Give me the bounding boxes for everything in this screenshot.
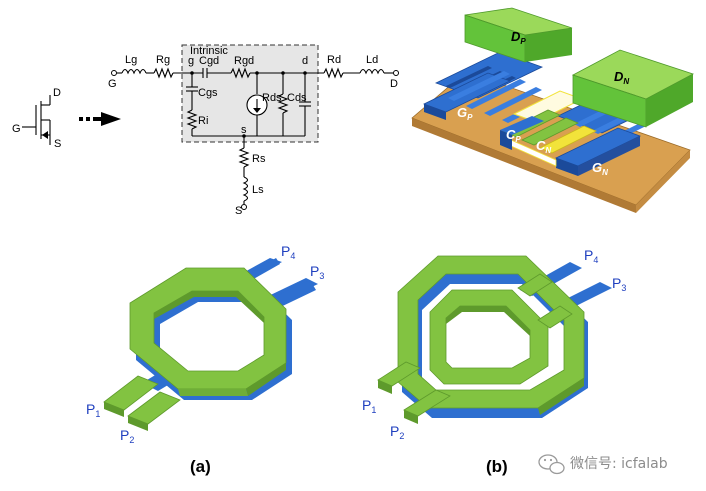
cp-label: CP: [506, 127, 521, 144]
p4-label-b: P4: [584, 247, 598, 265]
watermark: 微信号: icfalab: [538, 454, 668, 475]
p3-label-a: P3: [310, 263, 324, 281]
caption-a: (a): [190, 457, 211, 476]
p2-label-b: P2: [390, 423, 404, 441]
lg-label: Lg: [125, 54, 137, 66]
source-label: S: [54, 138, 61, 150]
p2-label-a: P2: [120, 427, 134, 445]
terminal-s: [241, 204, 247, 210]
caption-b: (b): [486, 457, 508, 476]
gp-label: GP: [457, 105, 473, 122]
intrinsic-label: Intrinsic: [190, 45, 228, 57]
rg-label: Rg: [156, 54, 170, 66]
cgd-label: Cgd: [199, 55, 219, 67]
ld-label: Ld: [366, 54, 378, 66]
dn-label: DN: [614, 69, 629, 86]
d-terminal-label: D: [390, 78, 398, 90]
cn-label: CN: [536, 138, 551, 155]
g-node-label: g: [188, 55, 194, 67]
dp-label: DP: [511, 29, 526, 46]
drain-label: D: [53, 87, 61, 99]
rgd-label: Rgd: [234, 55, 254, 67]
p1-label-b: P1: [362, 397, 376, 415]
rds-label: Rds: [262, 92, 282, 104]
p4-label-a: P4: [281, 243, 295, 261]
terminal-d: [393, 70, 399, 76]
transistor-symbol: D G S: [12, 87, 61, 150]
inductor-a: P1 P2 P3 P4: [86, 243, 324, 445]
terminal-g: [111, 70, 117, 76]
intrinsic-box: [181, 44, 319, 143]
d-node-label: d: [302, 55, 308, 67]
arrow-icon: [79, 112, 121, 126]
cgs-label: Cgs: [198, 87, 218, 99]
wechat-icon: [538, 454, 565, 475]
transistor-3d-layout: DP DN GP CP CN GN: [411, 7, 695, 213]
g-terminal-label: G: [108, 78, 117, 90]
equivalent-circuit: Intrinsic: [108, 44, 399, 217]
rd-label: Rd: [327, 54, 341, 66]
gate-label: G: [12, 123, 21, 135]
cds-label: Cds: [287, 92, 307, 104]
gn-label: GN: [592, 160, 608, 177]
rs-label: Rs: [252, 153, 266, 165]
s-node-label: s: [241, 124, 247, 136]
ls-label: Ls: [252, 184, 264, 196]
p3-label-b: P3: [612, 275, 626, 293]
p1-label-a: P1: [86, 401, 100, 419]
s-terminal-label: S: [235, 205, 242, 217]
ri-label: Ri: [198, 115, 208, 127]
inductor-b: P1 P2 P3 P4: [362, 247, 626, 441]
watermark-text: 微信号: icfalab: [570, 456, 668, 472]
